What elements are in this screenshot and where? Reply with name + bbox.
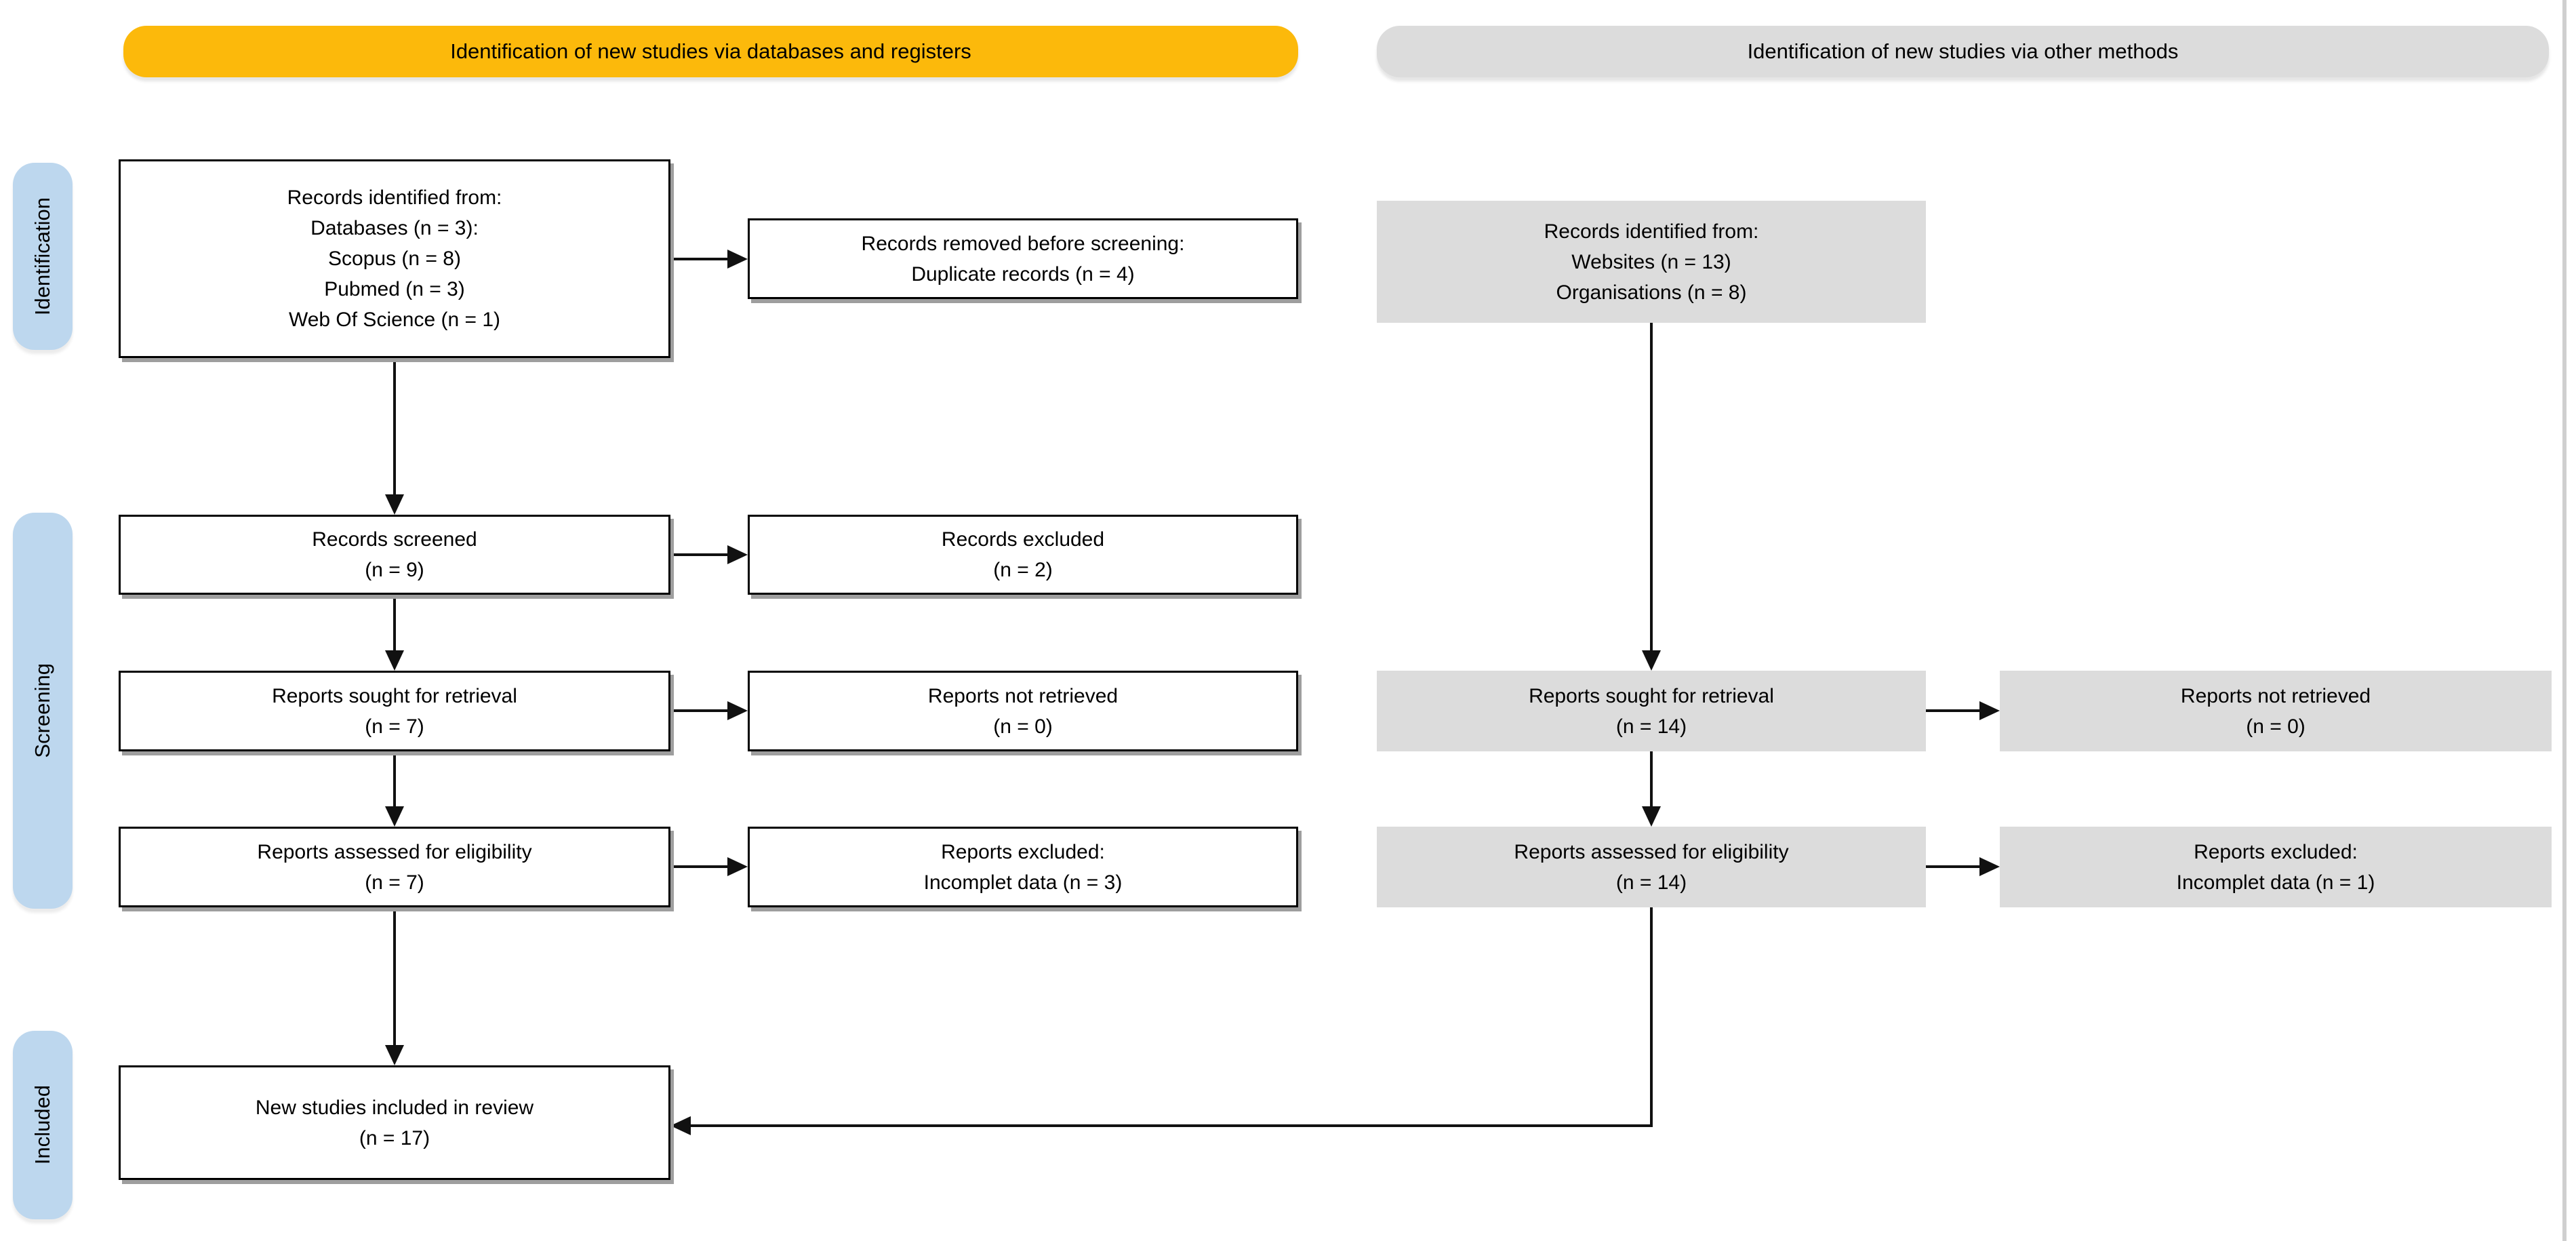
arrow-sought-to-assessed bbox=[385, 751, 404, 827]
arrow-assessed-to-excluded bbox=[670, 857, 748, 876]
stage-pill-screening: Screening bbox=[13, 513, 73, 909]
box-included-review: New studies included in review (n = 17) bbox=[119, 1065, 670, 1180]
header-databases-registers: Identification of new studies via databa… bbox=[123, 26, 1298, 77]
arrow-head bbox=[385, 1045, 404, 1065]
box-reports-not-retrieved-databases: Reports not retrieved (n = 0) bbox=[748, 671, 1298, 751]
stage-screening-label: Screening bbox=[31, 663, 54, 758]
arrow-head bbox=[385, 806, 404, 827]
stage-included-label: Included bbox=[31, 1085, 54, 1165]
arrow-identified-to-screened bbox=[385, 358, 404, 515]
box-reports-excluded-databases: Reports excluded: Incomplet data (n = 3) bbox=[748, 827, 1298, 907]
stage-pill-included: Included bbox=[13, 1031, 73, 1219]
arrow-identified-to-removed bbox=[670, 250, 748, 269]
arrow-head bbox=[1979, 857, 2000, 876]
arrow-head bbox=[1979, 701, 2000, 720]
arrow-head bbox=[1642, 806, 1661, 827]
arrow-screened-to-sought bbox=[385, 595, 404, 671]
arrow-head bbox=[727, 701, 748, 720]
arrow-head bbox=[727, 857, 748, 876]
box-records-excluded: Records excluded (n = 2) bbox=[748, 515, 1298, 595]
arrow-assessed-to-included bbox=[385, 907, 404, 1065]
box-reports-not-retrieved-other: Reports not retrieved (n = 0) bbox=[2000, 671, 2552, 751]
arrow-other-sought-to-not-retrieved bbox=[1926, 701, 2000, 720]
arrow-head bbox=[385, 494, 404, 515]
box-records-removed: Records removed before screening: Duplic… bbox=[748, 218, 1298, 299]
window-edge-line bbox=[2562, 0, 2567, 1241]
box-reports-sought-databases: Reports sought for retrieval (n = 7) bbox=[119, 671, 670, 751]
box-records-identified-databases: Records identified from: Databases (n = … bbox=[119, 159, 670, 358]
arrow-head bbox=[1642, 650, 1661, 671]
header-other-label: Identification of new studies via other … bbox=[1747, 39, 2179, 63]
box-reports-sought-other: Reports sought for retrieval (n = 14) bbox=[1377, 671, 1926, 751]
box-records-identified-other: Records identified from: Websites (n = 1… bbox=[1377, 201, 1926, 323]
arrow-line bbox=[691, 907, 1653, 1127]
arrow-other-identified-to-sought bbox=[1642, 323, 1661, 671]
arrow-head bbox=[727, 250, 748, 269]
arrow-head bbox=[670, 1116, 691, 1135]
arrow-head bbox=[385, 650, 404, 671]
arrow-other-assessed-to-included bbox=[670, 907, 1653, 1135]
arrow-screened-to-excluded bbox=[670, 545, 748, 564]
arrow-other-sought-to-assessed bbox=[1642, 751, 1661, 827]
header-other-methods: Identification of new studies via other … bbox=[1377, 26, 2549, 77]
box-reports-excluded-other: Reports excluded: Incomplet data (n = 1) bbox=[2000, 827, 2552, 907]
arrow-sought-to-not-retrieved bbox=[670, 701, 748, 720]
stage-identification-label: Identification bbox=[31, 197, 54, 316]
stage-pill-identification: Identification bbox=[13, 163, 73, 350]
arrow-other-assessed-to-excluded bbox=[1926, 857, 2000, 876]
arrow-head bbox=[727, 545, 748, 564]
box-records-screened: Records screened (n = 9) bbox=[119, 515, 670, 595]
box-reports-assessed-databases: Reports assessed for eligibility (n = 7) bbox=[119, 827, 670, 907]
box-reports-assessed-other: Reports assessed for eligibility (n = 14… bbox=[1377, 827, 1926, 907]
header-databases-label: Identification of new studies via databa… bbox=[450, 39, 971, 63]
